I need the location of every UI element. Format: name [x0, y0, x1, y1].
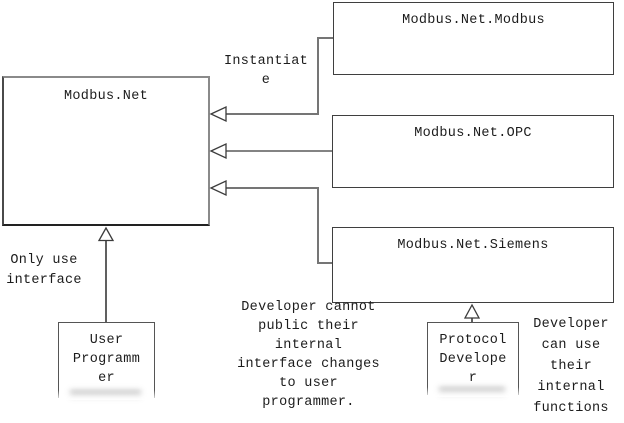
class-box-modbus-net-opc: Modbus.Net.OPC: [332, 115, 614, 188]
up-hollow-arrowhead-icon: [97, 226, 115, 242]
annotation-instantiate: Instantiat e: [223, 54, 308, 88]
annotation-only-use-interface: Only use interface: [6, 253, 82, 288]
box-bottom-fade: [426, 387, 520, 397]
connector-siemens-to-main: [226, 187, 332, 264]
box-bottom-fade: [57, 390, 156, 400]
class-box-modbus-net-opc-title: Modbus.Net.OPC: [414, 126, 532, 141]
annotation-developer-cannot-public: Developer cannot public their internal i…: [237, 300, 380, 410]
left-hollow-arrowhead-icon: [209, 142, 227, 160]
connector-modbus-to-main: [226, 37, 333, 115]
annotation-developer-can-use: Developer can use their internal functio…: [533, 317, 609, 416]
left-hollow-arrowhead-icon: [209, 179, 227, 197]
class-box-modbus-net: Modbus.Net: [2, 76, 210, 226]
left-hollow-arrowhead-icon: [209, 105, 227, 123]
actor-box-protocol-developer: Protocol Develope r: [426, 322, 520, 397]
actor-box-user-programmer-title: User Programm er: [72, 333, 141, 386]
class-box-modbus-net-siemens: Modbus.Net.Siemens: [332, 227, 614, 303]
up-hollow-arrowhead-icon: [463, 303, 481, 319]
class-box-modbus-net-siemens-title: Modbus.Net.Siemens: [397, 238, 549, 253]
actor-box-protocol-developer-title: Protocol Develope r: [439, 333, 507, 386]
class-box-modbus-net-modbus-title: Modbus.Net.Modbus: [402, 13, 545, 28]
class-box-modbus-net-modbus: Modbus.Net.Modbus: [333, 2, 614, 75]
class-box-modbus-net-title: Modbus.Net: [63, 89, 148, 104]
actor-box-user-programmer: User Programm er: [57, 322, 156, 400]
